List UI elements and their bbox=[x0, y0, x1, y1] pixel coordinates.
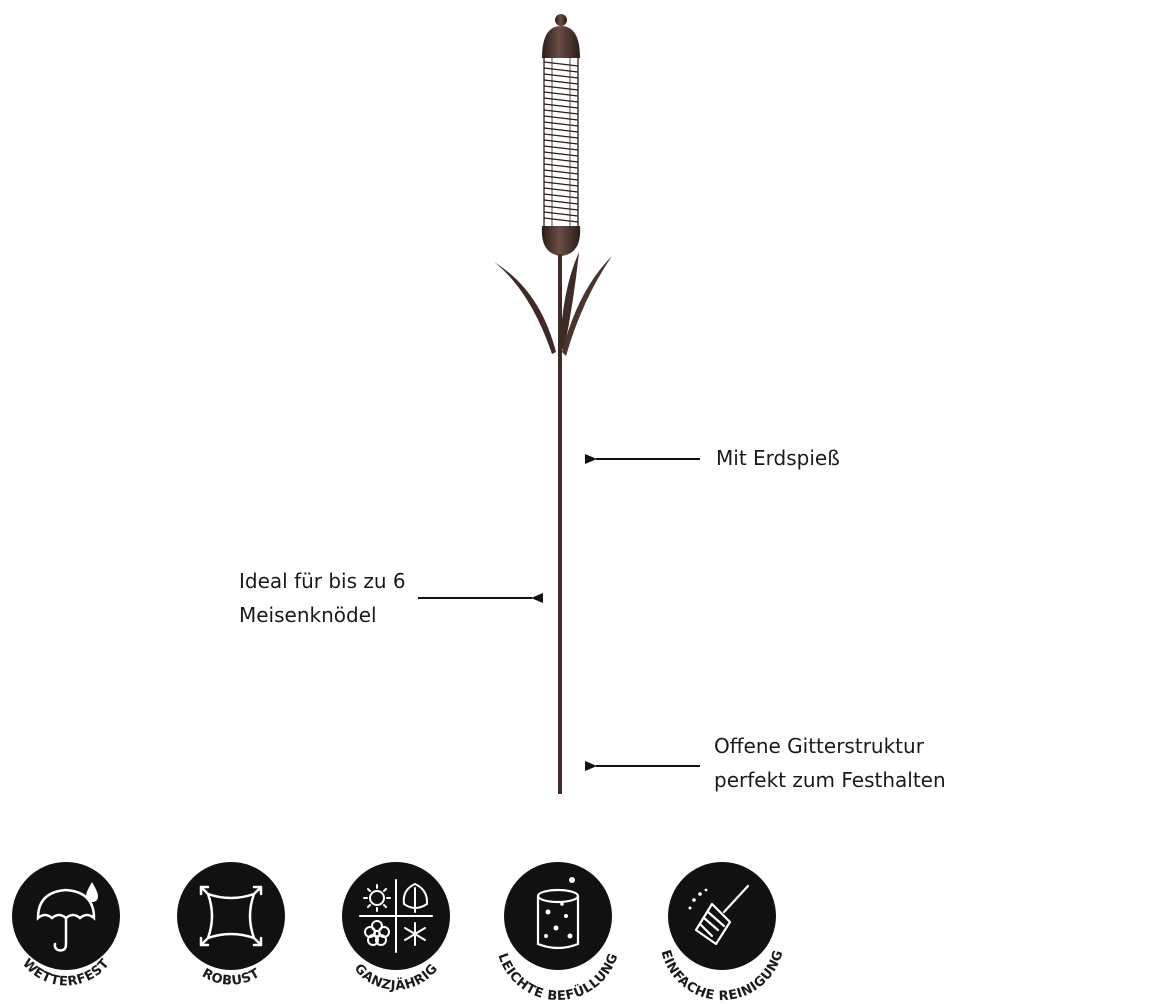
badge-ganzjaehrig: GANZJÄHRIG bbox=[342, 862, 450, 994]
badge-label-robust: ROBUST bbox=[199, 966, 262, 989]
callout-stake: Mit Erdspieß bbox=[716, 441, 840, 475]
callout-capacity-line-2: Meisenknödel bbox=[239, 603, 377, 627]
badge-befuellung: LEICHTE BEFÜLLUNG bbox=[495, 862, 621, 1004]
broom-icon bbox=[688, 884, 750, 946]
bottom-bowl bbox=[541, 226, 581, 256]
robust-square-icon bbox=[199, 885, 263, 947]
callout-grid-line-2: perfekt zum Festhalten bbox=[714, 768, 946, 792]
cap-knob bbox=[555, 14, 567, 26]
callout-grid: Offene Gitterstruktur perfekt zum Festha… bbox=[714, 729, 946, 797]
top-cap bbox=[542, 26, 580, 58]
feature-badges: WETTERFEST ROBUST bbox=[12, 862, 786, 1004]
badge-wetterfest: WETTERFEST bbox=[12, 862, 120, 990]
umbrella-rain-icon bbox=[36, 882, 98, 952]
badge-robust: ROBUST bbox=[177, 862, 285, 989]
feeder-stake bbox=[494, 14, 612, 794]
callout-capacity: Ideal für bis zu 6 Meisenknödel bbox=[239, 564, 406, 632]
leaf-center bbox=[560, 252, 579, 350]
badge-reinigung: EINFACHE REINIGUNG bbox=[657, 862, 786, 1004]
seasons-icon bbox=[359, 879, 433, 953]
callout-grid-line-1: Offene Gitterstruktur bbox=[714, 734, 924, 758]
fill-cylinder-icon bbox=[536, 877, 580, 950]
wire-cage bbox=[543, 58, 579, 228]
callout-capacity-line-1: Ideal für bis zu 6 bbox=[239, 569, 406, 593]
stake-rod bbox=[558, 254, 562, 794]
leaf-right bbox=[562, 256, 612, 356]
leaf-left bbox=[494, 262, 556, 354]
callout-stake-line-1: Mit Erdspieß bbox=[716, 446, 840, 470]
